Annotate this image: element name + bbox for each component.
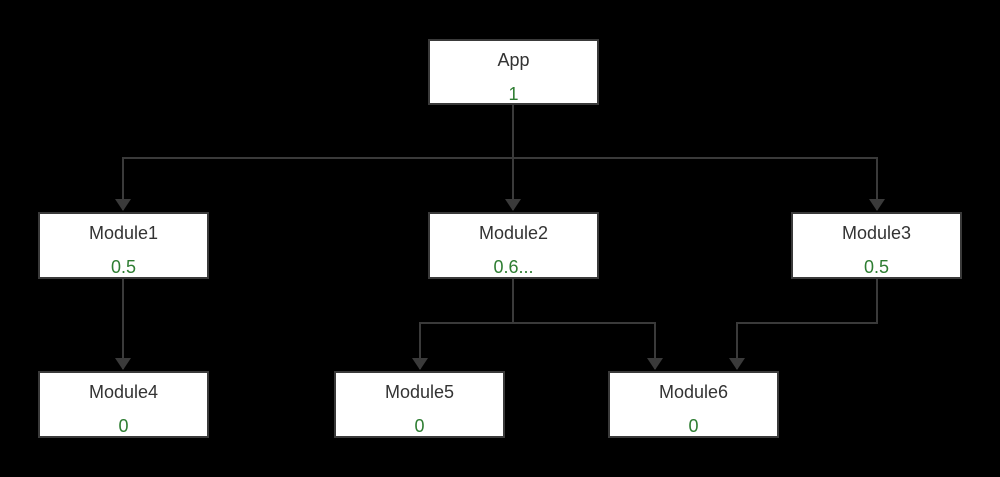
node-value: 0 <box>118 416 129 436</box>
node-name: Module6 <box>658 382 729 402</box>
node-app: App 1 <box>428 39 599 105</box>
node-module4: Module4 0 <box>38 371 209 438</box>
node-module5: Module5 0 <box>334 371 505 438</box>
node-value: 0 <box>414 416 425 436</box>
node-name: App <box>497 50 530 70</box>
node-value: 1 <box>508 84 519 104</box>
node-value: 0 <box>688 416 699 436</box>
node-name: Module2 <box>478 223 549 243</box>
node-name: Module3 <box>841 223 912 243</box>
node-name: Module1 <box>88 223 159 243</box>
node-name: Module4 <box>88 382 159 402</box>
node-module1: Module1 0.5 <box>38 212 209 279</box>
node-module6: Module6 0 <box>608 371 779 438</box>
edge-module2-to-module6 <box>512 279 663 370</box>
node-value: 0.6... <box>493 257 534 277</box>
edge-module3-to-module6 <box>729 279 878 370</box>
node-name: Module5 <box>384 382 455 402</box>
node-module2: Module2 0.6... <box>428 212 599 279</box>
node-value: 0.5 <box>110 257 137 277</box>
edge-module2-to-module5 <box>412 279 514 370</box>
edge-app-to-module3 <box>512 105 885 211</box>
node-module3: Module3 0.5 <box>791 212 962 279</box>
edge-app-to-module1 <box>115 105 514 211</box>
node-value: 0.5 <box>863 257 890 277</box>
